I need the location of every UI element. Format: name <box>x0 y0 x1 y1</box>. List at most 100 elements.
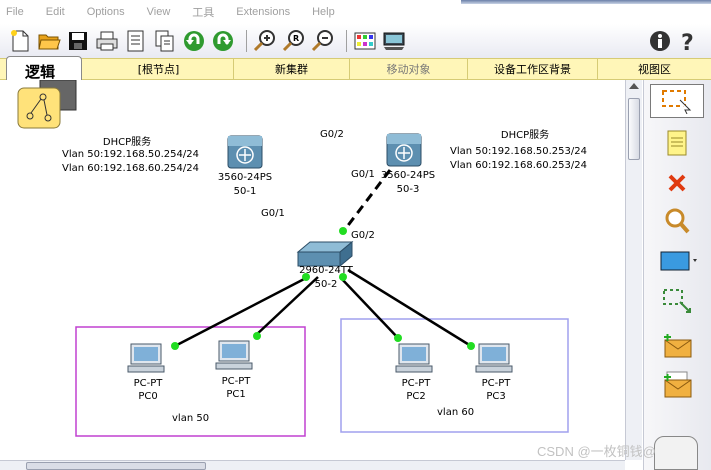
info-icon[interactable] <box>648 29 672 53</box>
delete-icon <box>668 174 686 192</box>
logical-topology-icon[interactable] <box>17 80 77 129</box>
port-light <box>253 332 261 340</box>
inspect-tool[interactable] <box>650 204 704 238</box>
menu-view[interactable]: View <box>146 6 171 18</box>
pc3-name-label: PC3 <box>486 391 506 402</box>
sw1-name-label: 50-1 <box>233 186 257 197</box>
toolbar-separator <box>346 30 347 52</box>
pc3-model-label: PC-PT <box>481 378 511 389</box>
new-cluster-button[interactable]: 新集群 <box>234 59 350 81</box>
multilayer-switch-icon[interactable] <box>386 133 422 167</box>
sw2-model-label: 2960-24TT <box>299 265 353 276</box>
pc0-model-label: PC-PT <box>133 378 163 389</box>
link-sw2-pc1[interactable] <box>254 276 319 337</box>
menu-tools[interactable]: 工具 <box>192 7 215 19</box>
resize-icon <box>663 289 691 313</box>
sw1-model-label: 3560-24PS <box>217 172 273 183</box>
link-sw2-pc0[interactable] <box>174 275 309 348</box>
pc-icon[interactable] <box>127 343 165 373</box>
port-light <box>171 342 179 350</box>
port-label: G0/1 <box>261 208 285 219</box>
print-icon[interactable] <box>95 29 119 53</box>
viewport-button[interactable]: 视图区 <box>638 63 671 76</box>
add-complex-pdu-tool[interactable] <box>650 368 704 402</box>
palette-icon[interactable] <box>353 29 377 53</box>
port-light-sw2-g02 <box>339 227 347 235</box>
simple-pdu-icon <box>664 334 692 358</box>
redo-icon[interactable] <box>211 29 235 53</box>
link-sw3-sw2[interactable] <box>341 169 392 233</box>
zoom-in-icon[interactable] <box>253 29 277 53</box>
activity-wizard-icon[interactable] <box>124 29 148 53</box>
menu-help[interactable]: Help <box>312 6 335 18</box>
vlan50-area <box>75 326 306 437</box>
menu-extensions[interactable]: Extensions <box>236 6 291 18</box>
resize-shape-tool[interactable] <box>650 284 704 318</box>
menu-edit[interactable]: Edit <box>45 6 65 18</box>
open-folder-icon[interactable] <box>37 29 61 53</box>
set-background-button[interactable]: 设备工作区背景 <box>468 59 598 81</box>
rectangle-icon <box>660 251 697 271</box>
port-label: G0/1 <box>351 169 375 180</box>
svg-text:?: ? <box>681 31 694 53</box>
menu-bar: File Edit Options View 工具 Extensions Hel… <box>0 0 711 24</box>
realtime-mode-icon[interactable] <box>654 436 698 470</box>
vertical-scrollbar[interactable] <box>625 80 642 460</box>
select-tool[interactable] <box>650 84 704 118</box>
note-icon <box>667 130 687 156</box>
dhcp-left-line2: Vlan 60:192.168.60.254/24 <box>62 163 199 174</box>
sw3-name-label: 50-3 <box>396 184 420 195</box>
root-node-button[interactable]: [根节点] <box>84 59 234 81</box>
help-icon[interactable]: ? <box>676 29 700 56</box>
logical-workspace[interactable]: DHCP服务 Vlan 50:192.168.50.254/24 Vlan 60… <box>0 80 625 460</box>
device-template-icon[interactable] <box>382 29 406 53</box>
select-icon <box>662 90 692 114</box>
svg-text:R: R <box>293 34 299 43</box>
watermark: CSDN @一枚铜钱@ <box>537 444 656 459</box>
new-icon[interactable] <box>8 29 32 53</box>
link-sw2-pc3[interactable] <box>347 268 472 348</box>
pc1-name-label: PC1 <box>226 389 246 400</box>
add-simple-pdu-tool[interactable] <box>650 330 704 364</box>
vlan60-label: vlan 60 <box>437 407 475 418</box>
dhcp-right-title: DHCP服务 <box>500 130 550 141</box>
topology-diagram <box>17 80 569 437</box>
pc-icon[interactable] <box>215 340 253 370</box>
pc2-name-label: PC2 <box>406 391 426 402</box>
port-label: G0/2 <box>320 129 344 140</box>
note-tool[interactable] <box>650 126 704 160</box>
zoom-reset-icon[interactable]: R <box>282 29 306 53</box>
vlan50-label: vlan 50 <box>172 413 210 424</box>
port-light <box>394 334 402 342</box>
port-light <box>302 273 310 281</box>
horizontal-scrollbar[interactable] <box>0 460 625 470</box>
port-light <box>467 342 475 350</box>
vlan60-area <box>340 318 569 433</box>
save-icon[interactable] <box>66 29 90 53</box>
dhcp-right-line1: Vlan 50:192.168.50.253/24 <box>450 146 587 157</box>
dhcp-left-line1: Vlan 50:192.168.50.254/24 <box>62 149 199 160</box>
menu-file[interactable]: File <box>6 6 24 18</box>
multilayer-switch-icon[interactable] <box>227 135 263 169</box>
horizontal-scroll-thumb[interactable] <box>26 462 206 470</box>
zoom-out-icon[interactable] <box>311 29 335 53</box>
switch-icon[interactable] <box>296 240 354 268</box>
delete-tool[interactable] <box>650 166 704 200</box>
menu-options[interactable]: Options <box>86 6 125 18</box>
link-sw2-pc2[interactable] <box>339 276 399 339</box>
pc-icon[interactable] <box>475 343 513 373</box>
undo-icon[interactable] <box>182 29 206 53</box>
copy-icon[interactable] <box>153 29 177 53</box>
toolbar-separator <box>246 30 247 52</box>
move-object-button[interactable]: 移动对象 <box>350 59 468 81</box>
scroll-up-icon[interactable] <box>629 83 639 89</box>
pc0-name-label: PC0 <box>138 391 158 402</box>
sw3-model-label: 3560-24PS <box>380 170 436 181</box>
draw-shape-tool[interactable] <box>650 244 704 278</box>
pc1-model-label: PC-PT <box>221 376 251 387</box>
pc-icon[interactable] <box>395 343 433 373</box>
workspace-mode-bar: [根节点] 新集群 移动对象 设备工作区背景 视图区 <box>0 58 711 81</box>
port-label: G0/2 <box>351 230 375 241</box>
vertical-scroll-thumb[interactable] <box>628 98 640 160</box>
logical-tab-label: 逻辑 <box>25 63 56 81</box>
